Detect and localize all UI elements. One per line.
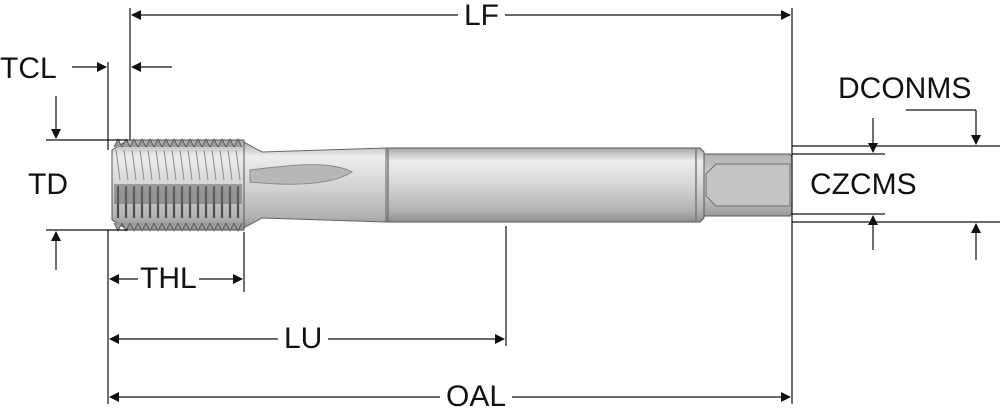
- thread-helix: [211, 149, 217, 181]
- thread-tooth-bottom: [201, 222, 211, 232]
- thread-tooth-top: [161, 138, 171, 148]
- thread-tooth-top: [145, 138, 155, 148]
- thread-helix: [219, 149, 225, 181]
- tap-tool: [111, 138, 793, 232]
- thread-flute: [114, 184, 242, 204]
- label-dconms: DCONMS: [838, 72, 972, 105]
- thread-tooth-bottom: [129, 222, 139, 232]
- label-lf: LF: [458, 1, 506, 31]
- thread-helix: [115, 149, 121, 181]
- thread-tooth-top: [193, 138, 203, 148]
- thread-tooth-top: [209, 138, 219, 148]
- thread-tooth-top: [169, 138, 179, 148]
- thread-helix: [155, 149, 161, 181]
- thread-helix: [203, 149, 209, 181]
- label-lu: LU: [278, 324, 329, 354]
- thread-tooth-bottom: [225, 222, 235, 232]
- thread-helix: [171, 149, 177, 181]
- thread-helix: [195, 149, 201, 181]
- thread-helix: [139, 149, 145, 181]
- thread-helix: [235, 149, 241, 181]
- thread-tooth-bottom: [233, 222, 243, 232]
- thread-tooth-bottom: [153, 222, 163, 232]
- thread-tooth-top: [129, 138, 139, 148]
- label-td: TD: [28, 168, 68, 201]
- thread-tooth-top: [177, 138, 187, 148]
- thread-tooth-bottom: [193, 222, 203, 232]
- flute-groove: [249, 164, 353, 185]
- label-oal: OAL: [440, 382, 513, 412]
- square-flat: [705, 163, 791, 207]
- thread-helix: [163, 149, 169, 181]
- thread-tooth-top: [201, 138, 211, 148]
- thread-helix: [147, 149, 153, 181]
- thread-tooth-top: [233, 138, 243, 148]
- thread-helix: [187, 149, 193, 181]
- thread-tooth-bottom: [185, 222, 195, 232]
- thread-helix: [227, 149, 233, 181]
- tap-shank: [385, 147, 705, 223]
- thread-tooth-bottom: [169, 222, 179, 232]
- thread-tooth-bottom: [121, 222, 131, 232]
- thread-tooth-bottom: [113, 222, 123, 232]
- thread-tooth-bottom: [145, 222, 155, 232]
- label-tcl: TCL: [0, 52, 57, 85]
- thread-helix: [123, 149, 129, 181]
- thread-tooth-bottom: [209, 222, 219, 232]
- thread-tooth-top: [185, 138, 195, 148]
- thread-tooth-top: [137, 138, 147, 148]
- thread-tooth-bottom: [137, 222, 147, 232]
- tap-neck: [239, 139, 387, 231]
- thread-helix: [179, 149, 185, 181]
- thread-tooth-top: [217, 138, 227, 148]
- thread-tooth-top: [121, 138, 131, 148]
- thread-helix: [131, 149, 137, 181]
- label-thl: THL: [138, 262, 199, 295]
- thread-tooth-top: [153, 138, 163, 148]
- thread-tooth-bottom: [161, 222, 171, 232]
- thread-tooth-bottom: [177, 222, 187, 232]
- thread-tooth-bottom: [217, 222, 227, 232]
- label-czcms: CZCMS: [810, 168, 917, 201]
- thread-tooth-top: [225, 138, 235, 148]
- thread-tooth-top: [113, 138, 123, 148]
